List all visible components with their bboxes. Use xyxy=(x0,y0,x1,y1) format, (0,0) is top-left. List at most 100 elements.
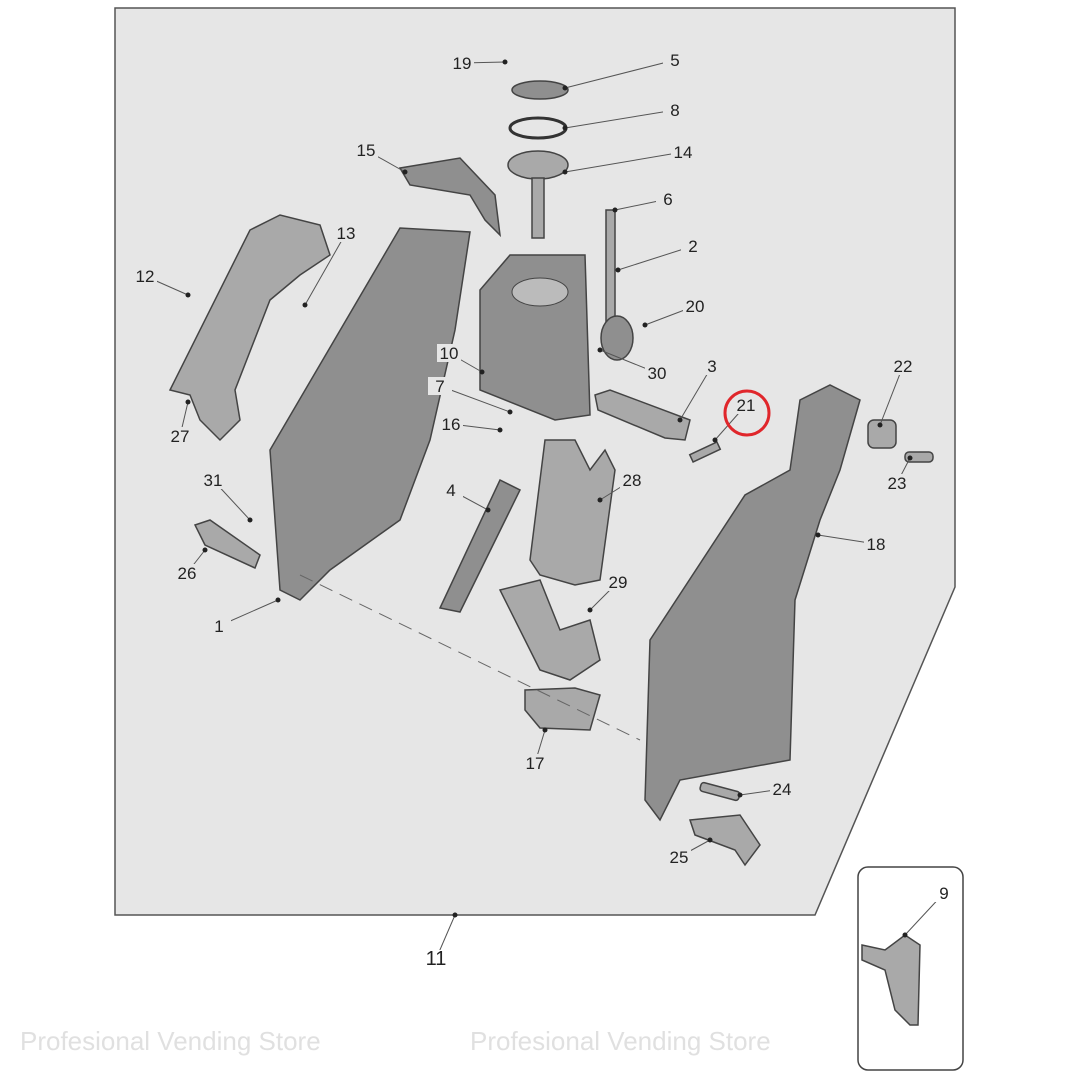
callout-20: 20 xyxy=(686,297,705,316)
leader-dot-17 xyxy=(542,727,548,733)
leader-dot-29 xyxy=(587,607,593,613)
part-3-lever xyxy=(594,389,691,441)
part-25-lever xyxy=(688,814,761,867)
leader-line-8 xyxy=(564,109,676,129)
leader-line-14 xyxy=(564,151,684,173)
label-bg-20 xyxy=(683,297,707,315)
highlight-circle-21 xyxy=(723,389,771,437)
callout-9: 9 xyxy=(939,884,948,903)
callout-5: 5 xyxy=(670,51,679,70)
label-bg-29 xyxy=(606,573,630,591)
callout-3: 3 xyxy=(707,357,716,376)
leader-dot-25 xyxy=(707,837,713,843)
label-bg-28 xyxy=(620,471,644,489)
leader-dot-10 xyxy=(479,369,485,375)
callout-10: 10 xyxy=(440,344,459,363)
part-2-disc xyxy=(600,315,634,361)
leader-dot-9 xyxy=(902,932,908,938)
leader-dot-24 xyxy=(737,792,743,798)
leader-dot-30 xyxy=(597,347,603,353)
label-bg-21 xyxy=(734,396,758,414)
leader-dot-7 xyxy=(507,409,513,415)
leader-dot-11 xyxy=(452,912,458,918)
callout-12: 12 xyxy=(136,267,155,286)
leader-dot-18 xyxy=(815,532,821,538)
label-bg-1 xyxy=(207,617,231,635)
label-bg-10 xyxy=(437,344,461,362)
part-21-pin xyxy=(688,441,722,463)
parts xyxy=(168,80,934,1026)
label-bg-30 xyxy=(645,364,669,382)
leader-dot-12 xyxy=(185,292,191,298)
leader-dot-15 xyxy=(402,169,408,175)
callout-29: 29 xyxy=(609,573,628,592)
callout-13: 13 xyxy=(337,224,356,243)
part-14-shaft xyxy=(531,177,545,239)
label-bg-16 xyxy=(439,415,463,433)
label-bg-27 xyxy=(168,427,192,445)
leader-line-5 xyxy=(564,59,676,89)
part-17-clip xyxy=(524,687,601,731)
callout-7: 7 xyxy=(435,377,444,396)
label-bg-4 xyxy=(439,481,463,499)
callout-31: 31 xyxy=(204,471,223,490)
part-13-frame xyxy=(168,214,331,442)
part-14-pulley xyxy=(507,150,569,180)
part-9-bracket xyxy=(861,934,921,1026)
callout-4: 4 xyxy=(446,481,455,500)
leader-dot-4 xyxy=(485,507,491,513)
callout-14: 14 xyxy=(674,143,693,162)
part-29-crank xyxy=(498,579,601,681)
label-bg-23 xyxy=(885,474,909,492)
callout-8: 8 xyxy=(670,101,679,120)
part-28-fork xyxy=(529,439,616,586)
leader-dot-19 xyxy=(502,59,508,65)
label-bg-8 xyxy=(663,101,687,119)
callout-22: 22 xyxy=(894,357,913,376)
leader-dot-2 xyxy=(615,267,621,273)
part-1-housing xyxy=(269,227,471,601)
leader-dot-3 xyxy=(677,417,683,423)
callout-15: 15 xyxy=(357,141,376,160)
label-bg-15 xyxy=(354,141,378,159)
leader-dot-23 xyxy=(907,455,913,461)
part-5-disc xyxy=(511,80,569,100)
callout-28: 28 xyxy=(623,471,642,490)
leader-dot-14 xyxy=(562,169,568,175)
watermark-text: Profesional Vending Store xyxy=(470,1026,771,1056)
leader-dot-16 xyxy=(497,427,503,433)
callout-6: 6 xyxy=(663,190,672,209)
leader-dot-8 xyxy=(562,125,568,131)
leader-dot-20 xyxy=(642,322,648,328)
leader-dot-26 xyxy=(202,547,208,553)
callout-25: 25 xyxy=(670,848,689,867)
callout-2: 2 xyxy=(688,237,697,256)
label-bg-2 xyxy=(681,237,705,255)
leader-dot-21 xyxy=(712,437,718,443)
part-2-shaft xyxy=(605,209,616,331)
leader-dot-31 xyxy=(247,517,253,523)
callout-30: 30 xyxy=(648,364,667,383)
label-bg-7 xyxy=(428,377,452,395)
leader-dot-5 xyxy=(562,85,568,91)
label-bg-25 xyxy=(667,848,691,866)
leader-dot-28 xyxy=(597,497,603,503)
callout-11: 11 xyxy=(426,948,447,970)
callout-16: 16 xyxy=(442,415,461,434)
label-bg-5 xyxy=(663,51,687,69)
label-bg-6 xyxy=(656,190,680,208)
part-26-pin xyxy=(193,519,261,570)
label-bg-11 xyxy=(424,950,448,968)
label-bg-3 xyxy=(700,357,724,375)
leader-dot-6 xyxy=(612,207,618,213)
callout-19: 19 xyxy=(453,54,472,73)
label-bg-18 xyxy=(864,535,888,553)
leader-dot-1 xyxy=(275,597,281,603)
label-bg-17 xyxy=(523,754,547,772)
part-4-rack xyxy=(438,478,522,613)
label-bg-9 xyxy=(932,884,956,902)
callout-24: 24 xyxy=(773,780,792,799)
